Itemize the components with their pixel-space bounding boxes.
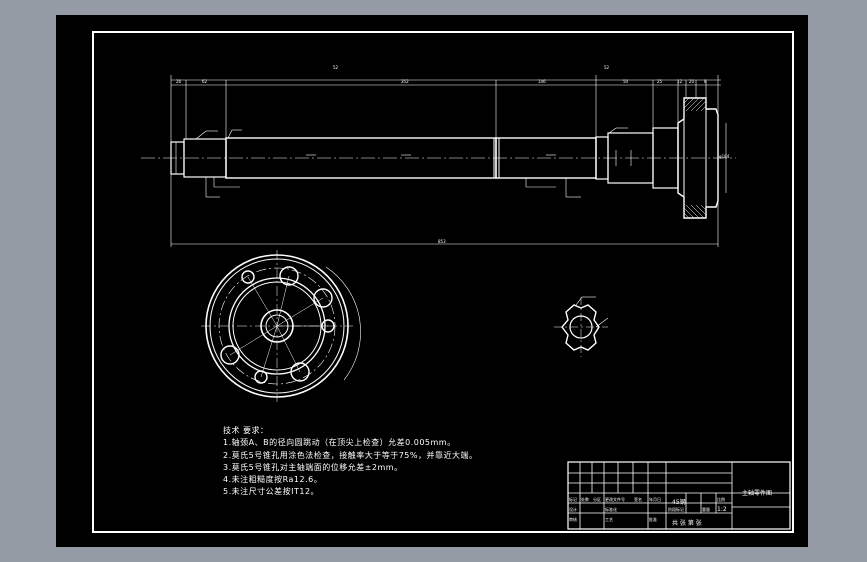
material: 45钢 [672, 499, 686, 506]
dim-text: 12 [677, 79, 683, 84]
outer-frame [92, 31, 794, 533]
tb-cell: 工艺 [605, 517, 613, 522]
tb-cell: 标记 [569, 497, 577, 502]
tb-cell: 比例 [717, 497, 725, 502]
dim-text: 26 [176, 79, 182, 84]
dim-text: 352 [401, 79, 409, 84]
cad-drawing [92, 31, 794, 533]
tb-cell: 分区 [593, 497, 601, 502]
dim-text: 62 [202, 79, 208, 84]
dim-text: φ184 [719, 154, 730, 159]
scale-value: 1:2 [717, 506, 727, 513]
dim-text: 853 [438, 239, 446, 244]
dim-text: 146 [538, 79, 546, 84]
drawing-name: 主轴零件图 [742, 490, 773, 497]
dim-text: 52 [604, 65, 610, 70]
title-block [567, 461, 791, 530]
tb-cell: 更改文件号 [605, 497, 625, 502]
tb-cell: 标准化 [605, 507, 617, 512]
tb-cell: 批准 [649, 517, 657, 522]
flange-end-view [201, 250, 361, 402]
note-item: 5.未注尺寸公差按IT12。 [223, 487, 320, 496]
tb-cell: 处数 [581, 497, 589, 502]
note-item: 2.莫氏5号锥孔用涂色法检查，接触率大于等于75%，并靠近大端。 [223, 451, 478, 460]
dim-text: 25 [657, 79, 663, 84]
dim-text: 20 [689, 79, 695, 84]
sheet-info: 共 张 第 张 [672, 520, 702, 527]
spline-section-view [554, 296, 609, 357]
tb-cell: 年月日 [649, 497, 661, 502]
note-item: 1.轴颈A、B的径向圆跳动（在顶尖上检查）允差0.005mm。 [223, 438, 456, 447]
tb-cell: 阶段标记 [668, 507, 684, 512]
dim-text: 8 [704, 79, 707, 84]
tb-cell: 设计 [569, 507, 577, 512]
dim-text: 52 [333, 65, 339, 70]
shaft-main-view [141, 75, 736, 247]
dim-text: 50 [623, 79, 629, 84]
notes-title: 技术 要求： [223, 426, 269, 435]
tb-cell: 审核 [569, 517, 577, 522]
tb-cell: 签名 [634, 497, 642, 502]
note-item: 3.莫氏5号锥孔对主轴端面的位移允差±2mm。 [223, 463, 403, 472]
tb-cell: 重量 [702, 507, 710, 512]
note-item: 4.未注粗糙度按Ra12.6。 [223, 475, 323, 484]
drawing-sheet: 26 62 52 352 146 52 50 25 12 20 8 853 φ1… [56, 15, 808, 547]
